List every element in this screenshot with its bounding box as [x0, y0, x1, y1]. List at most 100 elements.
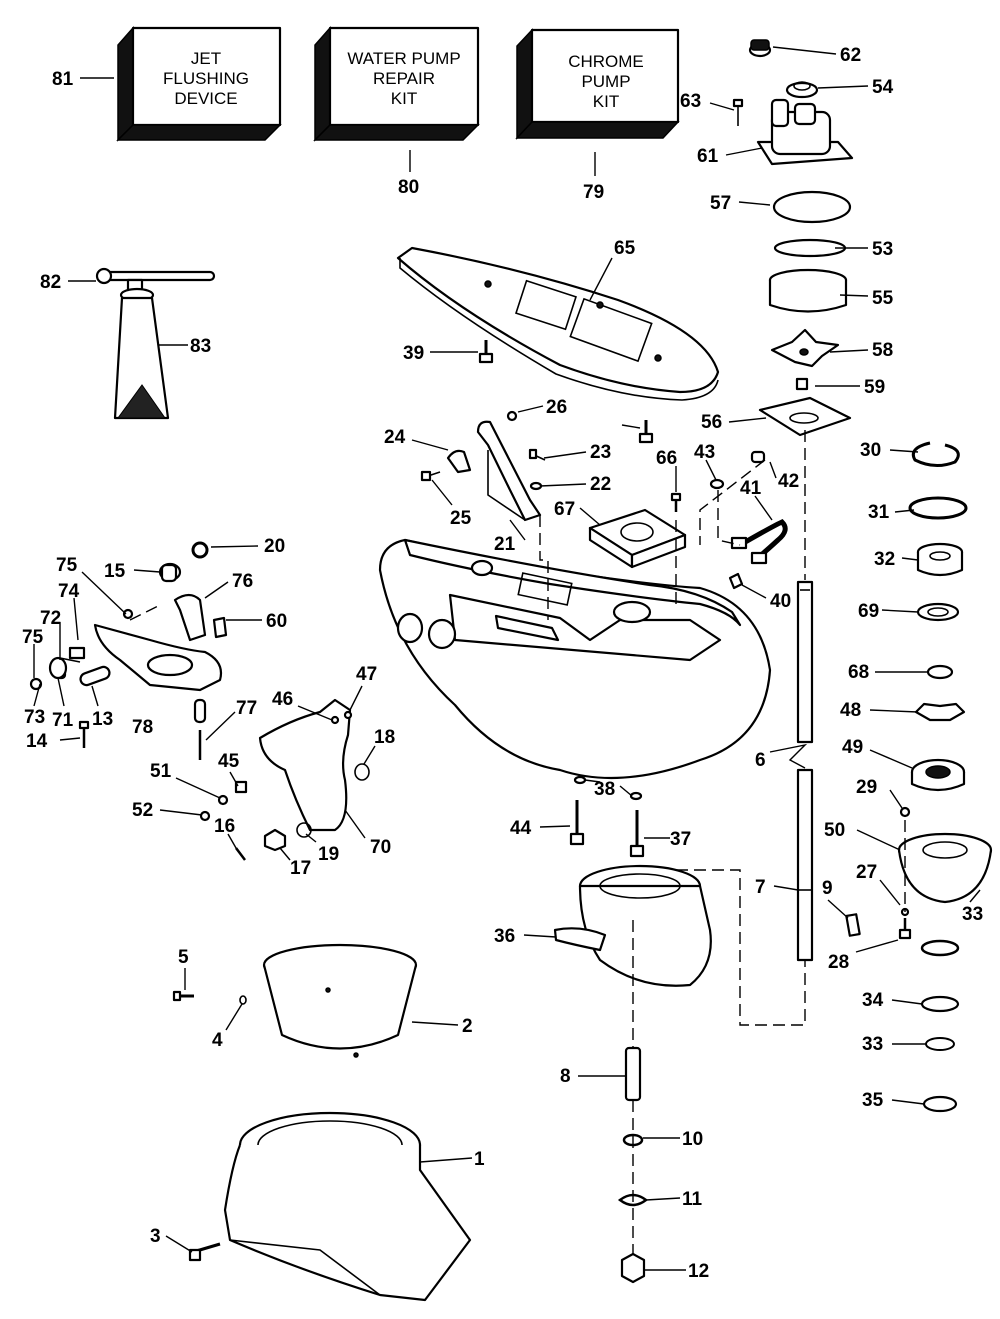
callout-10: 10 [682, 1129, 703, 1150]
callout-83: 83 [190, 336, 211, 357]
callout-76: 76 [232, 571, 253, 592]
bolts-37-44 [569, 775, 645, 858]
callout-35: 35 [862, 1090, 884, 1111]
kit-label-line: JET [191, 49, 221, 68]
callout-66: 66 [656, 448, 677, 469]
kit-label-line: DEVICE [174, 89, 237, 108]
callout-47: 47 [356, 664, 377, 685]
callout-29: 29 [856, 777, 877, 798]
callout-5: 5 [178, 947, 189, 968]
callout-56: 56 [701, 412, 722, 433]
callout-61: 61 [697, 146, 719, 167]
callout-8: 8 [560, 1066, 571, 1087]
callout-15: 15 [104, 561, 126, 582]
callout-75b: 75 [22, 627, 44, 648]
bracket-21-24 [446, 420, 542, 522]
callout-71: 71 [52, 710, 74, 731]
callout-59: 59 [864, 377, 885, 398]
callout-79: 79 [583, 182, 604, 203]
callout-72: 72 [40, 608, 61, 629]
kit-label-line: WATER PUMP [347, 49, 460, 68]
callout-37: 37 [670, 829, 691, 850]
callout-52: 52 [132, 800, 153, 821]
kit-label-line: FLUSHING [163, 69, 249, 88]
callout-41: 41 [740, 478, 762, 499]
callout-45: 45 [218, 751, 240, 772]
callout-17: 17 [290, 858, 311, 879]
callout-73: 73 [24, 707, 45, 728]
callout-36: 36 [494, 926, 515, 947]
callout-67: 67 [554, 499, 575, 520]
callout-27: 27 [856, 862, 877, 883]
callout-43: 43 [694, 442, 715, 463]
callout-2: 2 [462, 1016, 473, 1037]
callout-7: 7 [755, 877, 766, 898]
callout-33: 33 [962, 904, 983, 925]
adapter-plate-part [396, 246, 720, 401]
jet-pump-housing-part [378, 538, 772, 780]
callout-51: 51 [150, 761, 172, 782]
callout-30: 30 [860, 440, 881, 461]
callout-54: 54 [872, 77, 894, 98]
callout-57: 57 [710, 193, 731, 214]
callout-28: 28 [828, 952, 849, 973]
callout-24: 24 [384, 427, 406, 448]
callout-65: 65 [614, 238, 636, 259]
callout-49: 49 [842, 737, 863, 758]
hose-41 [730, 519, 788, 565]
callout-31: 31 [868, 502, 890, 523]
callout-69: 69 [858, 601, 879, 622]
callout-13: 13 [92, 709, 113, 730]
steering-parts-left [29, 541, 370, 861]
callout-42: 42 [778, 471, 799, 492]
kit-label-line: CHROME [568, 52, 644, 71]
small-fasteners-middle [420, 410, 766, 590]
leader-lines [33, 46, 981, 1271]
callout-70: 70 [370, 837, 391, 858]
callout-19: 19 [318, 844, 339, 865]
bolt-39b [638, 420, 654, 444]
seal-stack-right [897, 441, 993, 1113]
callout-23: 23 [590, 442, 611, 463]
callout-50: 50 [824, 820, 845, 841]
callout-82: 82 [40, 272, 61, 293]
impeller-part [553, 864, 712, 987]
callout-26: 26 [546, 397, 567, 418]
callout-78: 78 [132, 717, 153, 738]
callout-39: 39 [403, 343, 424, 364]
callout-labels: 81 80 79 62 54 63 61 57 53 55 58 59 65 8… [22, 45, 983, 1282]
callout-18: 18 [374, 727, 395, 748]
small-fasteners-lower [172, 990, 247, 1005]
callout-4: 4 [212, 1030, 223, 1051]
bolt-39 [478, 340, 494, 364]
kit-label-line: KIT [391, 89, 417, 108]
callout-44: 44 [510, 818, 532, 839]
intake-housing-part [188, 1111, 472, 1302]
callout-46: 46 [272, 689, 293, 710]
callout-80: 80 [398, 177, 419, 198]
callout-32: 32 [874, 549, 895, 570]
callout-58: 58 [872, 340, 893, 361]
alignment-lines [129, 430, 906, 1255]
callout-40: 40 [770, 591, 791, 612]
callout-48: 48 [840, 700, 861, 721]
wear-ring-part [262, 943, 418, 1058]
callout-9: 9 [822, 878, 833, 899]
callout-6: 6 [755, 750, 766, 771]
water-pump-stack [732, 39, 854, 437]
callout-63: 63 [680, 91, 701, 112]
kit-label-line: REPAIR [373, 69, 435, 88]
flushing-device-part [95, 267, 216, 420]
callout-21: 21 [494, 534, 516, 555]
callout-77: 77 [236, 698, 257, 719]
callout-81: 81 [52, 69, 74, 90]
callout-74: 74 [58, 581, 80, 602]
callout-55: 55 [872, 288, 894, 309]
callout-11: 11 [682, 1189, 703, 1210]
driveshaft-part [769, 580, 861, 962]
chrome-pump-kit-box: CHROME PUMP KIT [515, 28, 680, 140]
gasket-67 [588, 508, 687, 569]
jet-flushing-device-kit-box: JET FLUSHING DEVICE [116, 26, 282, 142]
callout-12: 12 [688, 1261, 709, 1282]
